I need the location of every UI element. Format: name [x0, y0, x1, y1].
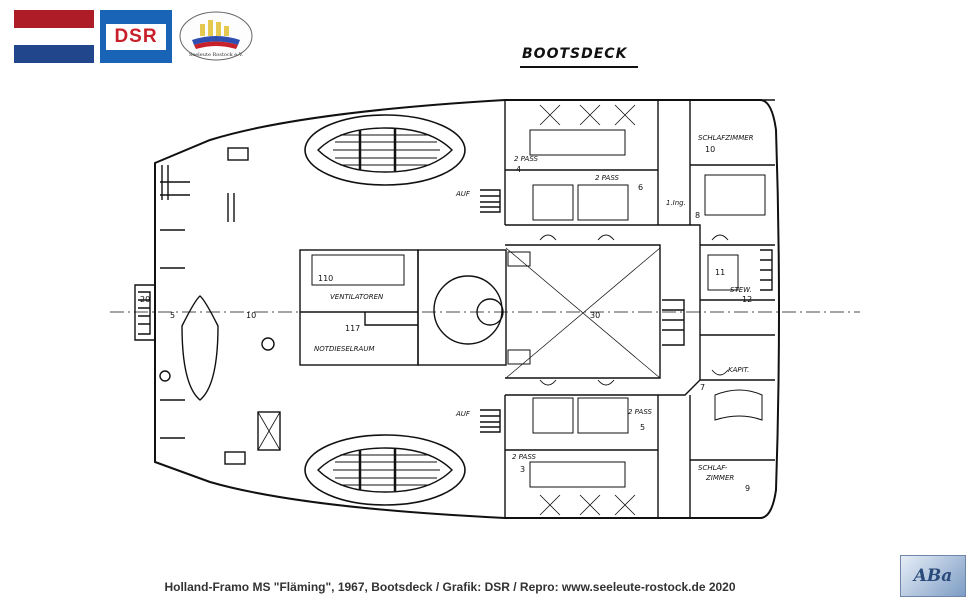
hull-outline: [154, 99, 780, 519]
label-notdiesel: NOTDIESELRAUM: [314, 345, 374, 353]
target-mark-2: [159, 370, 171, 382]
vent-box-bottom: [224, 451, 246, 465]
label-auf-bottom: AUF: [455, 410, 471, 418]
label-stew: STEW.: [730, 286, 752, 294]
hull-step-left: [134, 284, 155, 341]
netherlands-flag-icon: [14, 10, 94, 63]
label-schlafzimmer-top: SCHLAFZIMMER: [698, 134, 754, 142]
label-schlafzimmer-bottom-1: SCHLAF-: [698, 464, 728, 472]
davit-top-2: [227, 193, 235, 222]
hatch-bottom: [257, 411, 281, 451]
frame-20: 20: [140, 295, 150, 304]
num-3: 3: [520, 465, 525, 474]
num-9: 9: [745, 484, 750, 493]
label-pass-bottom-left: 2 PASS: [512, 453, 537, 461]
num-12: 12: [742, 295, 752, 304]
aba-logo: ABa: [900, 555, 966, 597]
num-5: 5: [640, 423, 645, 432]
target-mark-1: [261, 337, 275, 351]
label-ventilatoren: VENTILATOREN: [330, 293, 384, 301]
vent-box-top: [227, 147, 249, 161]
label-kapit: KAPIT.: [728, 366, 749, 374]
dsr-logo-text: DSR: [114, 25, 158, 47]
page-title: BOOTSDECK: [522, 46, 628, 62]
stair-aft: [760, 249, 773, 291]
frame-10: 10: [246, 311, 256, 320]
stair-top: [480, 189, 501, 213]
cross-lines: [505, 247, 661, 379]
lifeboat-top: [304, 114, 466, 186]
num-10: 10: [705, 145, 715, 154]
num-110: 110: [318, 274, 333, 283]
label-pass-top-right: 2 PASS: [595, 174, 620, 182]
title-underline: [520, 66, 638, 68]
mast-left-rails: [160, 229, 185, 439]
aft-rooms: [700, 244, 775, 381]
label-pass-bottom-right: 2 PASS: [628, 408, 653, 416]
deckhouse-bottom: [504, 395, 775, 518]
frame-5: 5: [170, 311, 175, 320]
num-7: 7: [700, 383, 705, 392]
stair-bottom: [480, 409, 501, 433]
label-schlafzimmer-bottom-2: ZIMMER: [705, 474, 734, 482]
frame-30: 30: [590, 311, 600, 320]
label-auf-top: AUF: [455, 190, 471, 198]
ladder-left: [138, 291, 151, 335]
num-6: 6: [638, 183, 643, 192]
funnel-casing: [417, 249, 507, 366]
funnel-circle: [433, 275, 503, 345]
deckhouse-top: [504, 99, 775, 225]
aba-logo-text: ABa: [913, 566, 953, 586]
stair-center: [662, 299, 685, 346]
label-pass-top-left: 2 PASS: [514, 155, 539, 163]
num-4: 4: [516, 165, 521, 174]
num-117: 117: [345, 324, 360, 333]
footer-caption: Holland-Framo MS "Fläming", 1967, Bootsd…: [164, 580, 736, 594]
num-8: 8: [695, 211, 700, 220]
liferaft-outline: [181, 295, 219, 401]
flag-stripe-white: [14, 27, 94, 46]
funnel-inner-circle: [476, 298, 504, 326]
flag-stripe-blue: [14, 45, 94, 63]
vent-room-divider: [300, 311, 418, 326]
lifeboat-bottom: [304, 434, 466, 506]
num-11: 11: [715, 268, 725, 277]
label-ing: 1.Ing.: [666, 199, 686, 207]
davit-top-1: [160, 165, 190, 200]
club-logo-text: Seeleute Rostock e.V.: [189, 52, 244, 58]
flag-stripe-red: [14, 10, 94, 28]
dsr-logo: DSR: [100, 10, 172, 63]
seeleute-rostock-logo: Seeleute Rostock e.V.: [179, 11, 253, 61]
